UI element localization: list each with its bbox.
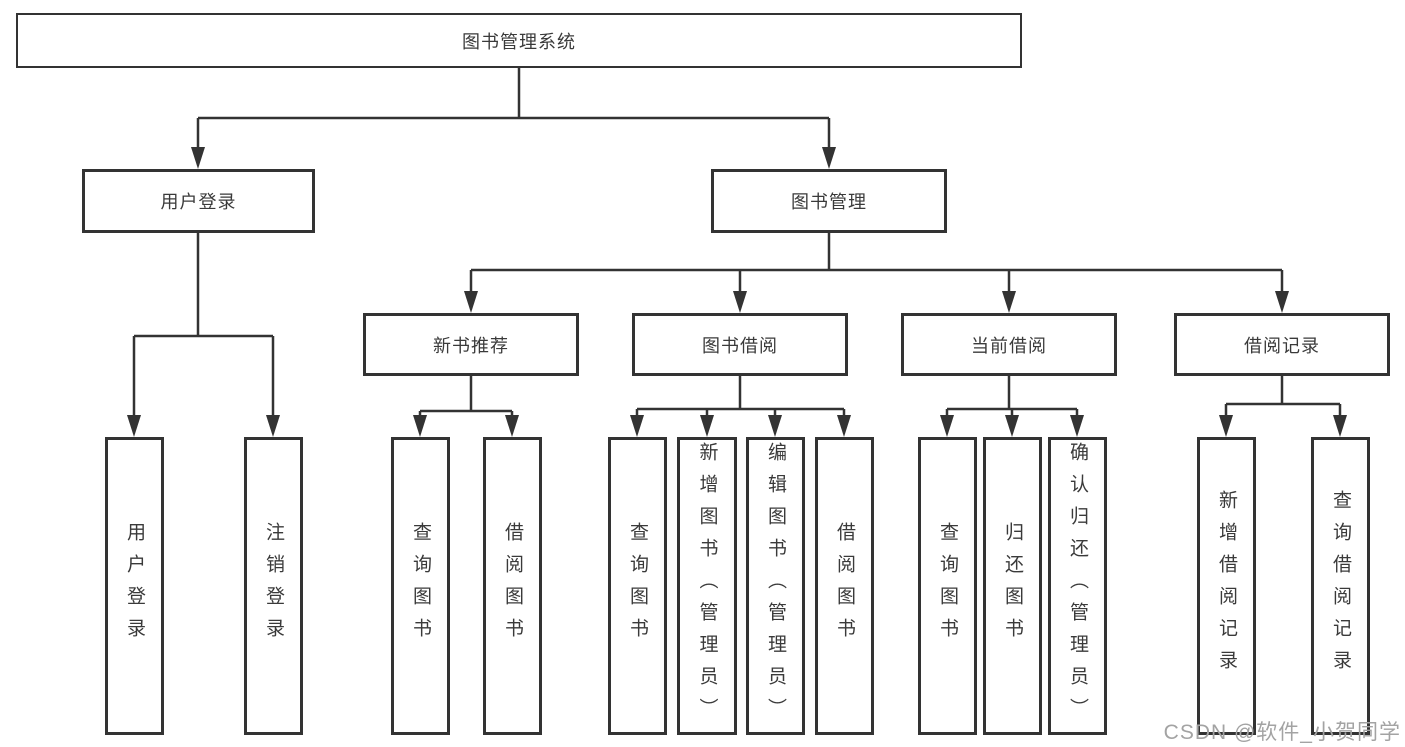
node-leaf-query-books-borrowing: 查询图书 (608, 437, 667, 735)
node-leaf-user-login: 用户登录 (105, 437, 164, 735)
node-leaf-query-borrow-record: 查询借阅记录 (1311, 437, 1370, 735)
node-leaf-query-books-recommend: 查询图书 (391, 437, 450, 735)
node-label: 借阅图书 (834, 522, 855, 650)
node-leaf-borrow-books-recommend: 借阅图书 (483, 437, 542, 735)
node-leaf-borrow-books: 借阅图书 (815, 437, 874, 735)
node-label: 新书推荐 (433, 335, 509, 356)
node-label: 查询图书 (410, 522, 431, 650)
node-leaf-edit-books-admin: 编辑图书（管理员） (746, 437, 805, 735)
node-label: 新增图书（管理员） (696, 442, 718, 730)
node-leaf-confirm-return-admin: 确认归还（管理员） (1048, 437, 1107, 735)
connector-bookmgmt-to-level3 (469, 233, 1284, 296)
node-label: 查询图书 (627, 522, 648, 650)
node-current-borrowing: 当前借阅 (901, 313, 1117, 376)
node-book-borrowing: 图书借阅 (632, 313, 848, 376)
node-label: 新增借阅记录 (1216, 490, 1237, 682)
connector-record-branch (1224, 376, 1342, 420)
node-label: 查询图书 (937, 522, 958, 650)
node-label: 图书借阅 (702, 335, 778, 356)
node-book-management: 图书管理 (711, 169, 947, 233)
node-label: 注销登录 (263, 522, 284, 650)
node-borrow-records: 借阅记录 (1174, 313, 1390, 376)
node-label: 编辑图书（管理员） (765, 442, 786, 730)
connector-borrow-branch (635, 376, 846, 420)
node-label: 用户登录 (124, 522, 145, 650)
node-label: 借阅记录 (1244, 335, 1320, 356)
node-label: 确认归还（管理员） (1067, 442, 1088, 730)
node-user-login: 用户登录 (82, 169, 315, 233)
node-leaf-add-borrow-record: 新增借阅记录 (1197, 437, 1256, 735)
node-label: 查询借阅记录 (1330, 490, 1351, 682)
node-leaf-add-books-admin: 新增图书（管理员） (677, 437, 737, 735)
node-new-book-recommend: 新书推荐 (363, 313, 579, 376)
node-label: 图书管理系统 (462, 31, 576, 52)
node-label: 图书管理 (791, 192, 867, 212)
node-leaf-query-books-current: 查询图书 (918, 437, 977, 735)
csdn-watermark: CSDN @软件_小贺同学 (1163, 721, 1401, 744)
connector-current-branch (945, 376, 1079, 420)
node-label: 当前借阅 (971, 335, 1047, 356)
node-library-system: 图书管理系统 (16, 13, 1022, 68)
node-leaf-return-books: 归还图书 (983, 437, 1042, 735)
connector-root-to-level2 (196, 68, 831, 152)
connector-newbook-branch (418, 376, 514, 420)
connector-userlogin-branch (132, 233, 275, 420)
node-label: 归还图书 (1002, 522, 1023, 650)
node-leaf-logout: 注销登录 (244, 437, 303, 735)
node-label: 用户登录 (160, 192, 237, 212)
node-label: 借阅图书 (502, 522, 523, 650)
